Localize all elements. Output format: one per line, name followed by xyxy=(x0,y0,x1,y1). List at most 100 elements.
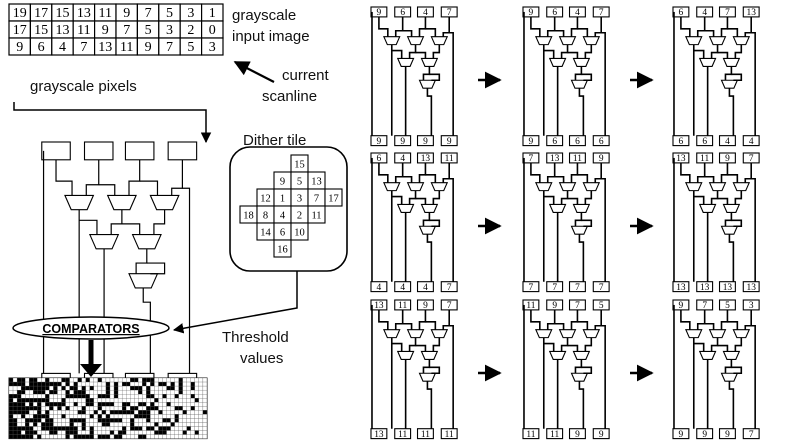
wire xyxy=(734,44,743,59)
mux-unit xyxy=(708,329,727,339)
dither-pixel xyxy=(170,426,175,431)
dither-pixel xyxy=(166,426,171,431)
mux-unit xyxy=(383,182,401,192)
dither-pixel xyxy=(134,430,139,435)
wire xyxy=(139,180,159,196)
dither-pixel xyxy=(162,406,167,411)
output-register-value: 11 xyxy=(526,430,535,440)
grid-cell-value: 3 xyxy=(187,6,194,21)
wire xyxy=(402,29,413,37)
dither-pixel xyxy=(85,389,90,395)
dither-pixel xyxy=(85,394,90,399)
dither-pixel xyxy=(73,402,78,407)
dither-pixel xyxy=(142,402,147,407)
dither-pixel xyxy=(16,422,22,427)
dither-pixel xyxy=(20,422,26,427)
dither-pixel xyxy=(158,389,163,395)
grid-cell-value: 13 xyxy=(77,6,91,21)
dither-pixel xyxy=(134,422,139,427)
wire xyxy=(530,16,541,37)
dither-pixel xyxy=(146,377,151,383)
dither-pixel xyxy=(8,426,14,431)
dither-pixel xyxy=(138,430,143,435)
dither-pixel xyxy=(105,430,111,435)
dither-pixel xyxy=(93,410,99,415)
tile-cell-value: 4 xyxy=(280,211,286,222)
tile-cell-value: 11 xyxy=(311,211,321,222)
grid-cell-value: 9 xyxy=(145,40,152,55)
wire xyxy=(560,337,569,352)
dither-pixel xyxy=(77,389,82,395)
dither-pixel xyxy=(12,377,18,383)
wire xyxy=(449,324,454,429)
output-register-value: 6 xyxy=(575,137,580,147)
dither-pixel xyxy=(25,430,30,435)
dither-pixel xyxy=(158,385,163,391)
output-register-value: 11 xyxy=(550,430,559,440)
dither-pixel xyxy=(182,414,187,419)
dither-pixel xyxy=(170,389,175,395)
dither-pixel xyxy=(121,422,127,427)
dither-pixel xyxy=(20,430,26,435)
dither-pixel xyxy=(105,410,111,415)
dither-pixel xyxy=(8,422,14,427)
dither-pixel xyxy=(81,402,86,407)
dither-pixel xyxy=(182,381,187,387)
dither-pixel xyxy=(117,398,123,403)
dither-pixel xyxy=(12,434,18,439)
output-register xyxy=(522,281,540,293)
mux-unit xyxy=(383,329,401,339)
output-register-value: 4 xyxy=(423,283,428,293)
dither-pixel xyxy=(65,394,70,399)
dither-pixel xyxy=(130,418,135,423)
dither-pixel xyxy=(162,398,167,403)
wire xyxy=(731,219,743,228)
dither-pixel xyxy=(69,410,74,415)
dither-pixel xyxy=(77,402,82,407)
dither-pixel xyxy=(29,385,34,391)
mux-unit xyxy=(535,182,553,192)
dither-pixel xyxy=(138,394,143,399)
wire xyxy=(577,27,589,37)
dither-pixel xyxy=(33,381,38,387)
dither-pixel xyxy=(77,394,82,399)
dither-pixel xyxy=(85,422,90,427)
output-register xyxy=(696,281,714,293)
dither-pixel xyxy=(89,381,94,387)
dither-pixel xyxy=(101,398,107,403)
dither-pixel xyxy=(69,430,74,435)
dither-pixel xyxy=(57,402,62,407)
dither-pixel xyxy=(138,398,143,403)
dither-pixel xyxy=(190,414,195,419)
dither-pixel xyxy=(61,402,66,407)
dither-pixel xyxy=(97,381,103,387)
wire xyxy=(744,162,753,183)
dither-pixel xyxy=(45,430,50,435)
dither-pixel xyxy=(77,385,82,391)
wire xyxy=(578,88,585,136)
grid-cell-value: 3 xyxy=(209,40,216,55)
output-register-value: 9 xyxy=(679,430,684,440)
dither-pixel xyxy=(37,430,42,435)
dither-pixel xyxy=(73,414,78,419)
dither-pixel xyxy=(16,410,22,415)
dither-pixel xyxy=(117,402,123,407)
dither-pixel xyxy=(33,434,38,439)
dither-pixel xyxy=(186,398,191,403)
dither-pixel xyxy=(81,377,86,383)
output-register xyxy=(592,135,610,147)
dither-pixel xyxy=(45,377,50,383)
wire xyxy=(734,337,743,352)
wire xyxy=(554,175,565,183)
dither-pixel xyxy=(65,406,70,411)
output-register xyxy=(546,428,564,440)
dither-pixel xyxy=(130,402,135,407)
dither-pixel xyxy=(162,394,167,399)
dither-pixel xyxy=(29,418,34,423)
input-register xyxy=(124,141,155,161)
dither-pixel xyxy=(109,394,115,399)
dither-pixel xyxy=(49,394,54,399)
dither-pixel xyxy=(85,434,90,439)
dither-pixel xyxy=(198,426,204,431)
